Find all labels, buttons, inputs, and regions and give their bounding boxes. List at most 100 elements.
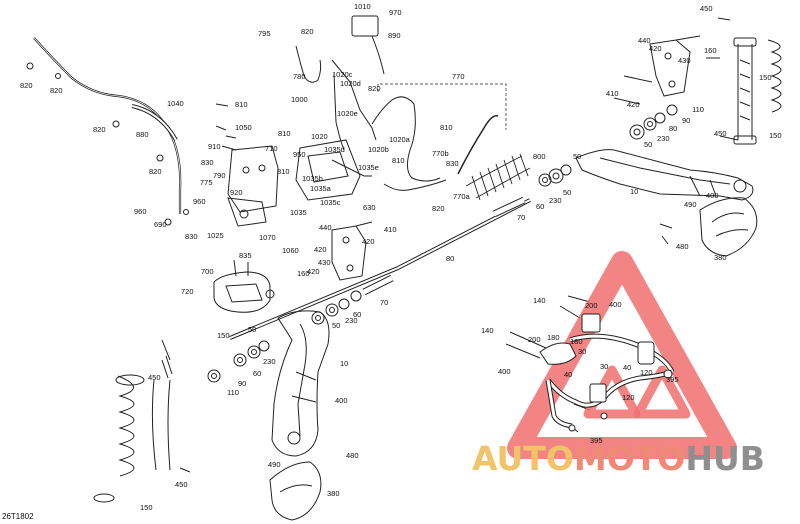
callout-810-a: 810: [235, 100, 248, 109]
callout-150-d: 150: [140, 503, 153, 512]
callout-770b: 770b: [432, 149, 449, 158]
callout-820-d: 820: [50, 86, 63, 95]
callout-1020e: 1020e: [337, 109, 358, 118]
callout-200-b: 200: [528, 335, 541, 344]
callout-160-a: 160: [297, 269, 310, 278]
callout-820-f: 820: [149, 167, 162, 176]
callout-1020c: 1020c: [332, 70, 353, 79]
callout-430-b: 430: [678, 56, 691, 65]
callout-40-a: 40: [623, 363, 632, 372]
callout-395-b: 395: [590, 436, 603, 445]
callout-50-a: 50: [563, 188, 572, 197]
callout-1035b: 1035b: [302, 174, 323, 183]
callout-1020d: 1020d: [340, 79, 361, 88]
callout-830-a: 830: [201, 158, 214, 167]
watermark-part-auto: AUTO: [472, 439, 574, 478]
callout-400-b: 400: [335, 396, 348, 405]
callout-775: 775: [200, 178, 213, 187]
callout-80: 80: [446, 254, 455, 263]
callout-50-d: 50: [332, 321, 341, 330]
callout-810-e: 810: [392, 156, 405, 165]
callout-835: 835: [239, 251, 252, 260]
callout-140-b: 140: [481, 326, 494, 335]
callout-400-a: 400: [706, 191, 719, 200]
callout-820-g: 820: [432, 204, 445, 213]
callout-810-d: 810: [440, 123, 453, 132]
callout-180-a: 180: [547, 333, 560, 342]
callout-490-a: 490: [684, 200, 697, 209]
callout-480-a: 480: [676, 242, 689, 251]
callout-1035e: 1035e: [358, 163, 379, 172]
callout-230-a: 230: [549, 196, 562, 205]
callout-70-b: 70: [380, 298, 389, 307]
callout-410-b: 410: [606, 89, 619, 98]
callout-430-a: 430: [318, 258, 331, 267]
callout-1000: 1000: [291, 95, 308, 104]
callout-950: 950: [293, 150, 306, 159]
callout-230-b: 230: [657, 134, 670, 143]
callout-1020a: 1020a: [389, 135, 410, 144]
callout-910: 910: [208, 142, 221, 151]
callout-830-c: 830: [446, 159, 459, 168]
callout-795: 795: [258, 29, 271, 38]
callout-770a: 770a: [453, 192, 470, 201]
callout-400-d: 400: [498, 367, 511, 376]
callout-90-a: 90: [682, 116, 691, 125]
callout-480-b: 480: [346, 451, 359, 460]
callout-160-b: 160: [704, 46, 717, 55]
callout-1040: 1040: [167, 99, 184, 108]
callout-450-c: 450: [148, 373, 161, 382]
callout-70-a: 70: [517, 213, 526, 222]
callout-720: 720: [181, 287, 194, 296]
callout-970: 970: [389, 8, 402, 17]
callout-440-a: 440: [319, 223, 332, 232]
watermark-part-moto: MOTO: [573, 439, 686, 478]
callout-920: 920: [230, 188, 243, 197]
callout-1070: 1070: [259, 233, 276, 242]
callout-800: 800: [533, 152, 546, 161]
callout-420-c: 420: [307, 267, 320, 276]
callout-1010: 1010: [354, 2, 371, 11]
callout-890: 890: [388, 31, 401, 40]
callout-60-c: 60: [253, 369, 262, 378]
callout-770: 770: [452, 72, 465, 81]
callout-1035a: 1035a: [310, 184, 331, 193]
callout-450-a: 450: [700, 4, 713, 13]
callout-440-b: 440: [638, 36, 651, 45]
callout-810-b: 810: [278, 129, 291, 138]
callout-820-b: 820: [368, 84, 381, 93]
callout-820-c: 820: [20, 81, 33, 90]
callout-490-b: 490: [268, 460, 281, 469]
callout-410-a: 410: [384, 225, 397, 234]
callout-80-b: 80: [669, 124, 678, 133]
callout-50-e: 50: [248, 325, 257, 334]
callout-110-b: 110: [227, 388, 239, 397]
callout-380-b: 380: [327, 489, 340, 498]
watermark-logo: AUTOMOTOHUB: [472, 441, 765, 477]
diagram-code: 26T1802: [2, 512, 34, 521]
callout-150-b: 150: [769, 131, 782, 140]
callout-960-a: 960: [193, 197, 206, 206]
callout-1050: 1050: [235, 123, 252, 132]
callout-200-a: 200: [585, 301, 598, 310]
callout-140-a: 140: [533, 296, 546, 305]
callout-120-a: 120: [640, 368, 653, 377]
callout-1020b: 1020b: [368, 145, 389, 154]
callout-110-a: 110: [692, 105, 704, 114]
callout-1060: 1060: [282, 246, 299, 255]
callout-690: 690: [154, 220, 167, 229]
callout-420-e: 420: [627, 100, 640, 109]
callout-960-b: 960: [134, 207, 147, 216]
callout-1035d: 1035d: [324, 145, 345, 154]
callout-810-c: 810: [277, 167, 290, 176]
callout-1035c: 1035c: [320, 198, 341, 207]
callout-630: 630: [363, 203, 376, 212]
callout-1035: 1035: [290, 208, 307, 217]
callout-380-a: 380: [714, 253, 727, 262]
callout-60-b: 60: [353, 310, 362, 319]
callout-180-b: 180: [570, 337, 583, 346]
callout-230-c: 230: [345, 316, 358, 325]
callout-395-a: 395: [666, 375, 679, 384]
